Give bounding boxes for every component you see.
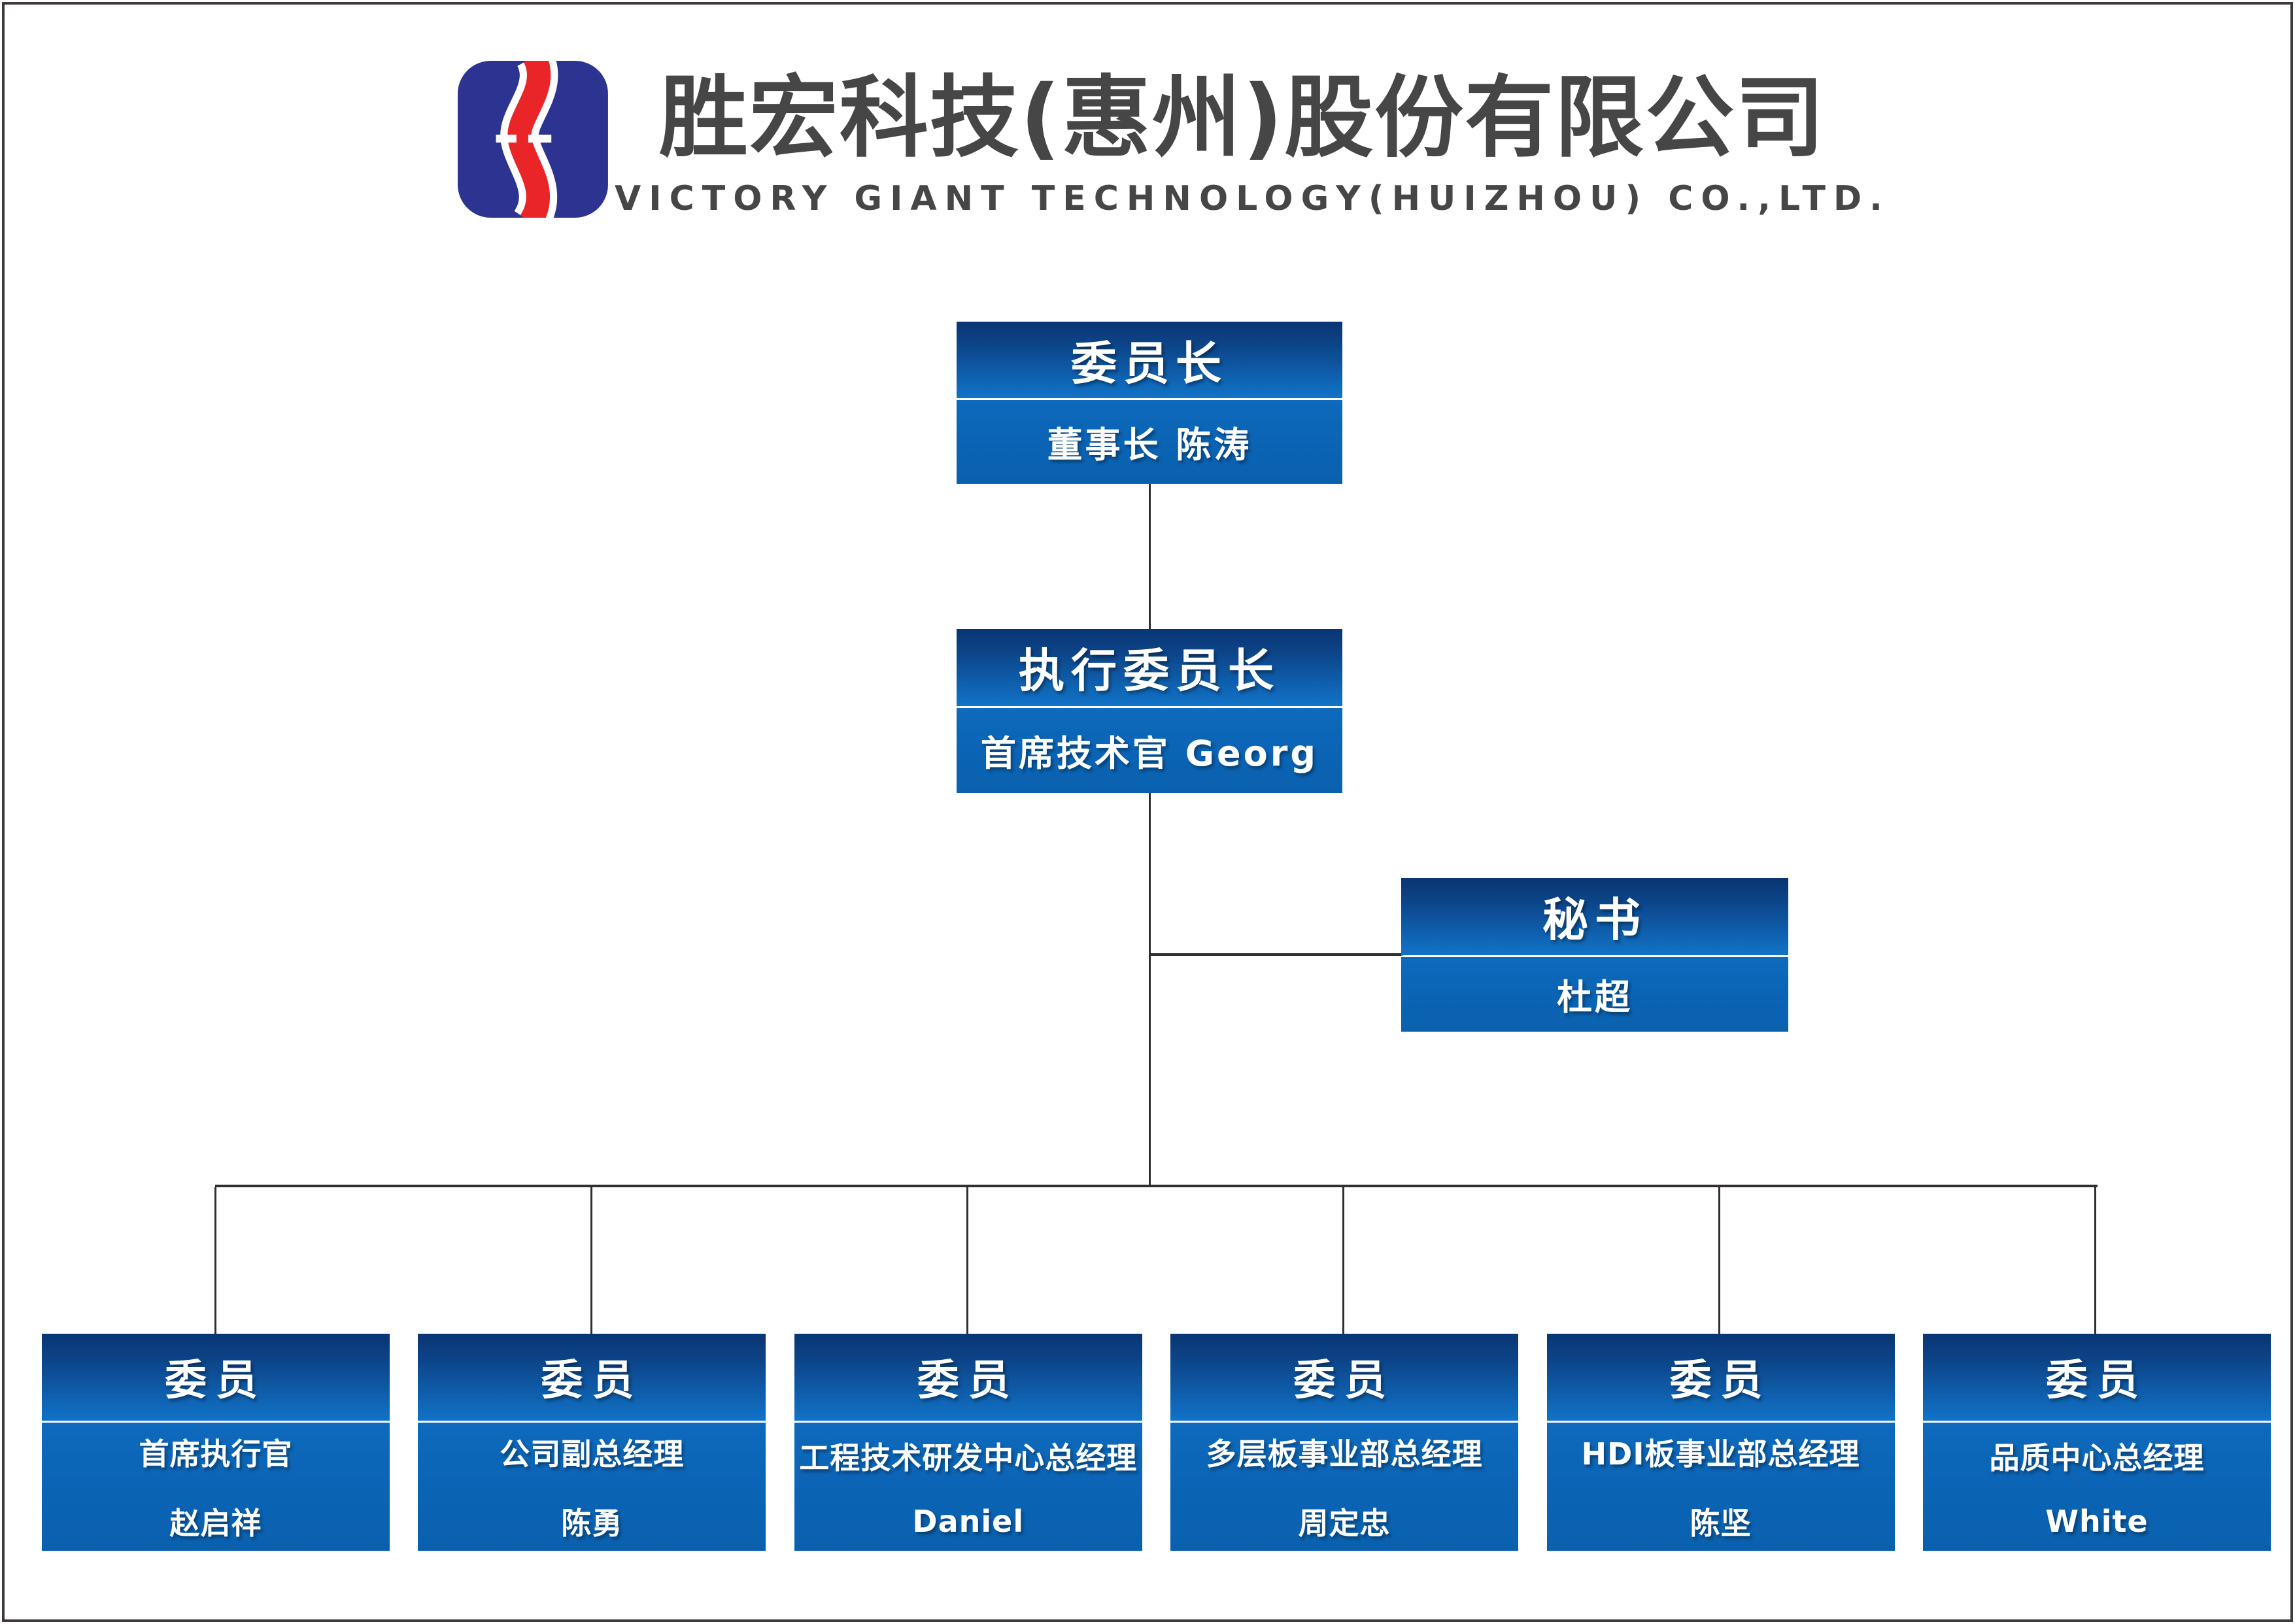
node-title: 秘书	[1542, 893, 1647, 947]
connector-chairman-to-executive	[1149, 484, 1151, 629]
node-title: 委员长	[1071, 336, 1228, 390]
node-title: 委员	[1293, 1357, 1396, 1406]
company-logo-icon	[458, 61, 608, 218]
node-divider	[1401, 955, 1788, 957]
org-node-title-area: 委员	[42, 1334, 390, 1421]
org-node-member-ceo: 委员 首席执行官 赵启祥	[42, 1334, 390, 1551]
connector-drop-member-5	[1718, 1187, 1720, 1334]
node-title: 委员	[1669, 1357, 1772, 1406]
node-title: 执行委员长	[1019, 644, 1280, 698]
node-divider	[42, 1420, 390, 1423]
node-subtitle: 董事长 陈涛	[1047, 424, 1252, 466]
org-node-member-deputy-gm: 委员 公司副总经理 陈勇	[418, 1334, 766, 1551]
org-node-subtitle-area: 杜超	[1401, 956, 1788, 1032]
org-node-subtitle-area: 多层板事业部总经理 周定忠	[1170, 1422, 1519, 1551]
members-row: 委员 首席执行官 赵启祥 委员 公司副总经理 陈勇 委员 工程	[42, 1334, 2271, 1551]
node-title: 委员	[541, 1357, 643, 1406]
org-node-title-area: 委员	[1546, 1334, 1895, 1421]
connector-drop-member-4	[1342, 1187, 1344, 1334]
node-divider	[418, 1420, 766, 1423]
node-subtitle: 杜超	[1557, 977, 1633, 1019]
org-node-subtitle-area: 公司副总经理 陈勇	[418, 1422, 766, 1551]
org-node-title-area: 委员	[794, 1334, 1142, 1421]
member-role: HDI板事业部总经理	[1581, 1436, 1860, 1472]
org-node-member-quality-gm: 委员 品质中心总经理 White	[1922, 1334, 2271, 1551]
connector-drop-member-1	[214, 1187, 216, 1334]
connector-branch-secretary	[1149, 953, 1402, 956]
org-node-title-area: 委员长	[957, 322, 1342, 398]
org-node-subtitle-area: 品质中心总经理 White	[1922, 1422, 2271, 1551]
member-role: 多层板事业部总经理	[1206, 1436, 1483, 1472]
org-node-subtitle-area: 首席技术官 Georg	[957, 707, 1342, 793]
org-node-executive-chairman: 执行委员长 首席技术官 Georg	[957, 629, 1342, 793]
node-divider	[957, 705, 1342, 708]
member-name: 陈坚	[1690, 1505, 1752, 1541]
node-divider	[957, 398, 1342, 400]
org-node-subtitle-area: HDI板事业部总经理 陈坚	[1546, 1422, 1895, 1551]
org-node-subtitle-area: 董事长 陈涛	[957, 399, 1342, 484]
member-role: 品质中心总经理	[1989, 1440, 2205, 1476]
connector-distribution-line	[215, 1185, 2098, 1187]
connector-drop-member-6	[2094, 1187, 2096, 1334]
member-name: White	[2045, 1503, 2149, 1539]
node-title: 委员	[2045, 1357, 2148, 1406]
company-name-en: VICTORY GIANT TECHNOLOGY(HUIZHOU) CO.,LT…	[615, 179, 1890, 218]
member-role: 公司副总经理	[500, 1436, 685, 1472]
node-divider	[1170, 1420, 1519, 1423]
org-node-secretary: 秘书 杜超	[1401, 878, 1788, 1032]
node-divider	[1546, 1420, 1895, 1423]
org-node-title-area: 执行委员长	[957, 629, 1342, 706]
org-node-chairman: 委员长 董事长 陈涛	[957, 322, 1342, 484]
org-node-subtitle-area: 工程技术研发中心总经理 Daniel	[794, 1422, 1142, 1551]
org-node-member-hdi-gm: 委员 HDI板事业部总经理 陈坚	[1546, 1334, 1895, 1551]
company-name-zh: 胜宏科技(惠州)股份有限公司	[658, 67, 1826, 170]
member-name: 赵启祥	[169, 1505, 262, 1541]
member-name: 周定忠	[1298, 1505, 1391, 1541]
org-node-title-area: 委员	[1922, 1334, 2271, 1421]
org-node-member-rnd-gm: 委员 工程技术研发中心总经理 Daniel	[794, 1334, 1142, 1551]
node-title: 委员	[917, 1357, 1019, 1406]
node-divider	[794, 1420, 1142, 1423]
org-node-title-area: 委员	[418, 1334, 766, 1421]
node-divider	[1922, 1420, 2271, 1423]
connector-executive-trunk	[1149, 793, 1151, 1187]
node-subtitle: 首席技术官 Georg	[980, 733, 1319, 775]
org-node-title-area: 委员	[1170, 1334, 1519, 1421]
node-title: 委员	[165, 1357, 267, 1406]
connector-drop-member-2	[590, 1187, 592, 1334]
member-name: 陈勇	[561, 1505, 623, 1541]
org-node-subtitle-area: 首席执行官 赵启祥	[42, 1422, 390, 1551]
member-role: 首席执行官	[139, 1436, 293, 1472]
connector-drop-member-3	[966, 1187, 968, 1334]
org-node-member-multilayer-gm: 委员 多层板事业部总经理 周定忠	[1170, 1334, 1519, 1551]
org-node-title-area: 秘书	[1401, 878, 1788, 955]
member-name: Daniel	[912, 1503, 1025, 1539]
member-role: 工程技术研发中心总经理	[799, 1440, 1138, 1476]
